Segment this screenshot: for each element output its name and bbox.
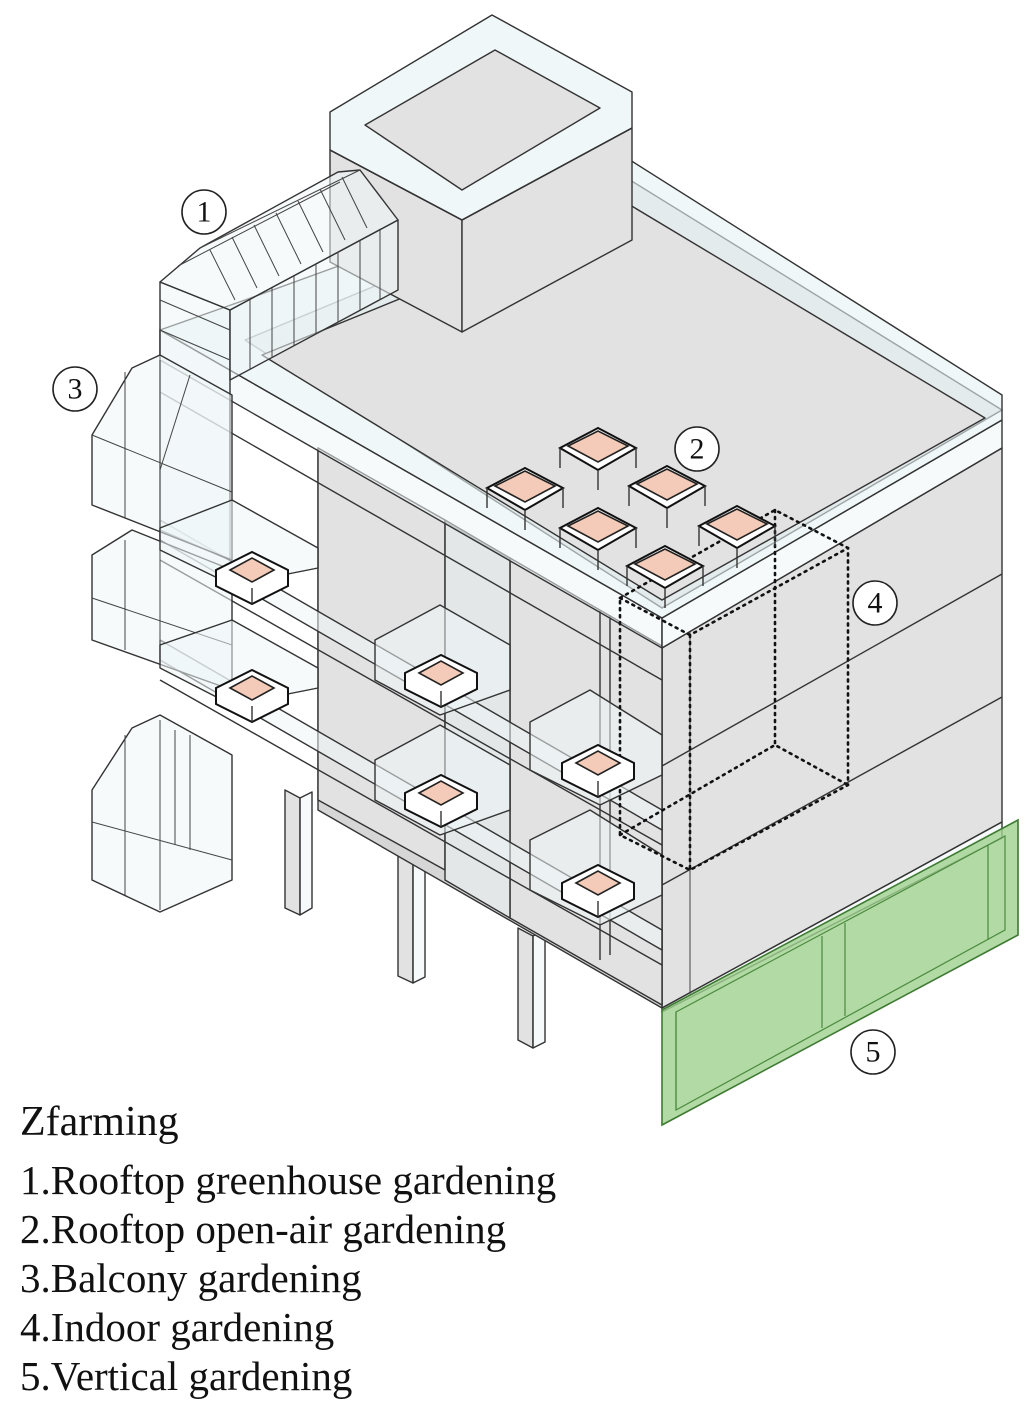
balcony-planters: [215, 550, 635, 919]
indoor-gardening-zone: [618, 508, 850, 872]
legend-item-indoor: 4.Indoor gardening: [20, 1304, 335, 1350]
columns: [284, 789, 546, 1049]
legend-item-rooftop-open-air: 2.Rooftop open-air gardening: [20, 1206, 507, 1252]
svg-text:3: 3: [68, 373, 83, 406]
legend-title: Zfarming: [20, 1099, 179, 1145]
balcony-greenhouses: [91, 354, 233, 913]
marker-4: 4: [852, 580, 898, 626]
legend: Zfarming 1.Rooftop greenhouse gardening …: [20, 1092, 556, 1401]
planter: [561, 863, 635, 919]
planter: [557, 426, 639, 490]
rooftop-planters: [484, 426, 778, 608]
vertical-garden: [661, 818, 1019, 1127]
planter: [404, 773, 478, 829]
svg-text:5: 5: [866, 1036, 881, 1069]
svg-text:4: 4: [868, 587, 883, 620]
marker-2: 2: [674, 426, 720, 472]
planter: [561, 743, 635, 799]
planter: [624, 544, 706, 608]
marker-1: 1: [181, 189, 227, 235]
planter: [626, 464, 708, 528]
planter: [215, 668, 289, 724]
svg-text:2: 2: [690, 433, 705, 466]
planter: [557, 506, 639, 570]
planter: [696, 504, 778, 568]
roof-tower: [329, 14, 633, 333]
legend-item-vertical: 5.Vertical gardening: [20, 1353, 353, 1399]
legend-item-balcony: 3.Balcony gardening: [20, 1255, 362, 1301]
planter: [404, 653, 478, 709]
marker-5: 5: [850, 1029, 896, 1075]
svg-text:1: 1: [197, 196, 212, 229]
planter: [484, 466, 566, 530]
planter: [215, 550, 289, 606]
legend-item-rooftop-greenhouse: 1.Rooftop greenhouse gardening: [20, 1157, 557, 1203]
marker-3: 3: [52, 366, 98, 412]
